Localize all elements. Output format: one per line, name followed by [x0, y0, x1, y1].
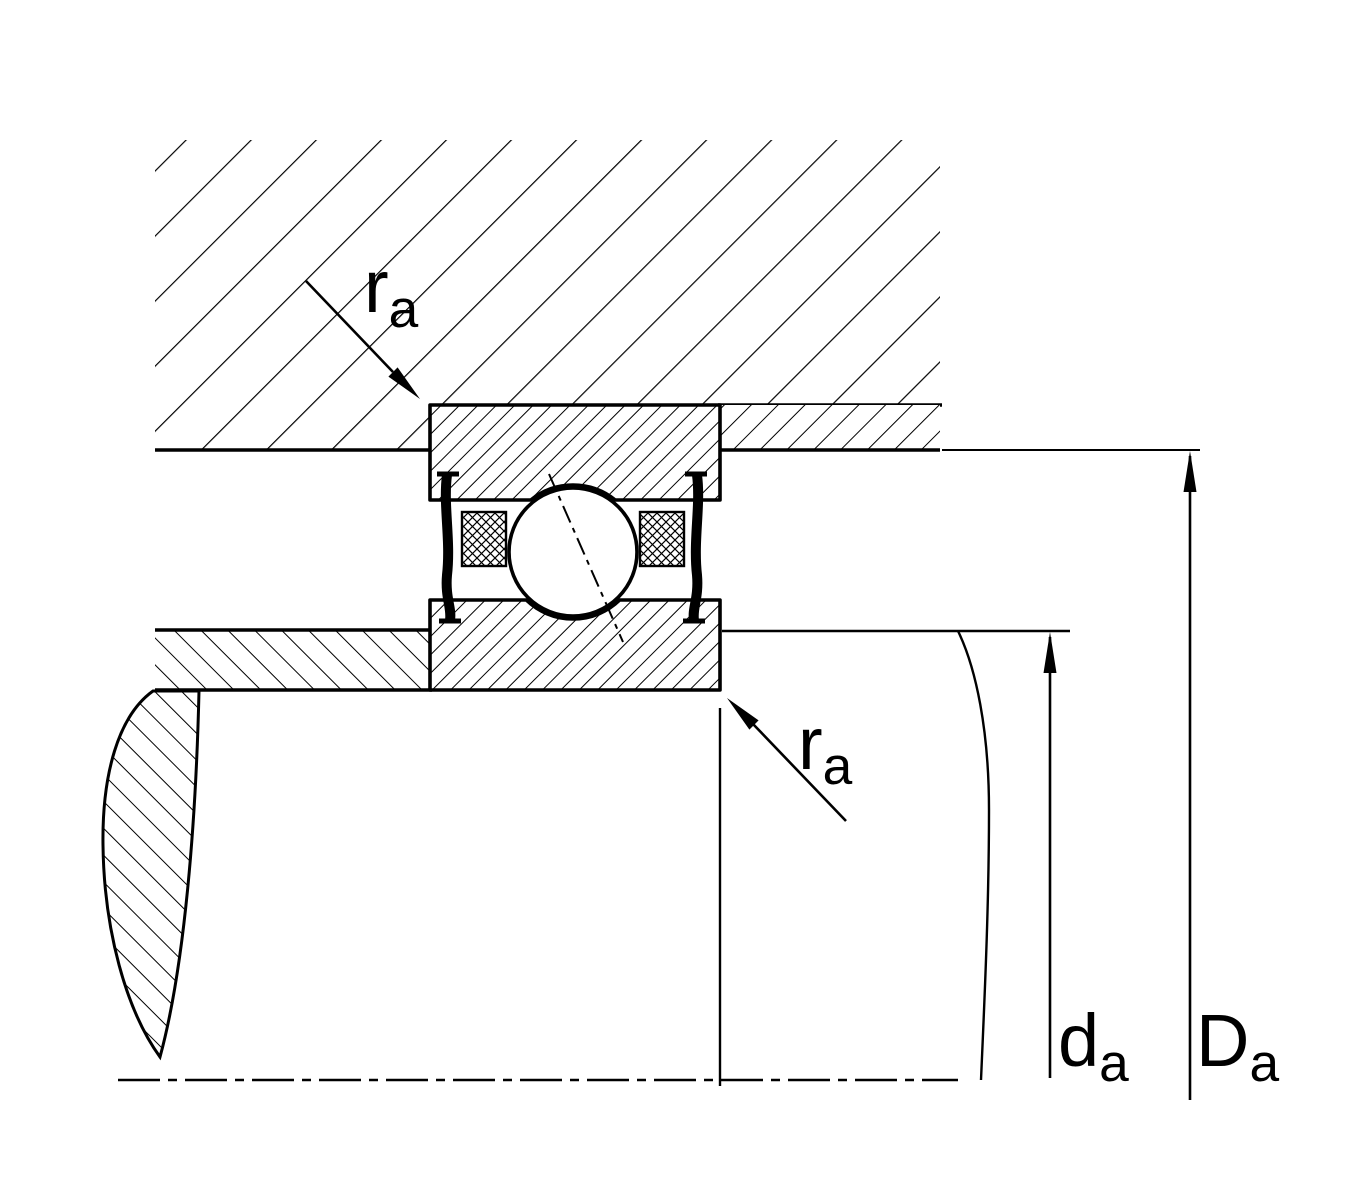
ra-bottom-arrowhead: [727, 698, 759, 730]
seal-right: [683, 471, 707, 624]
Da-arrowhead: [1183, 451, 1197, 492]
cage-right: [638, 510, 686, 568]
housing-abutment-ring: [720, 405, 940, 452]
seal-left: [437, 471, 461, 624]
label-ra-top-base: r: [364, 245, 389, 328]
leader-ra-bottom: [727, 698, 847, 822]
label-ra-bottom: ra: [798, 707, 853, 796]
label-da: da: [1058, 1004, 1129, 1093]
bearing-inner-ring: [428, 598, 722, 692]
bearing-outer-ring: [428, 403, 722, 502]
label-ra-top: ra: [364, 250, 419, 339]
label-da-base: d: [1058, 999, 1100, 1082]
contact-angle-line: [548, 473, 624, 643]
label-ra-top-sub: a: [388, 279, 419, 339]
dimension-da: [1043, 632, 1057, 1078]
shaft-shoulder-section: [155, 628, 432, 692]
shaft-outline: [718, 629, 1070, 1086]
cage-left: [460, 510, 508, 568]
ball: [507, 486, 639, 618]
label-Da: Da: [1196, 1004, 1280, 1093]
dimension-Da: [942, 449, 1200, 1100]
label-Da-sub: a: [1249, 1033, 1280, 1093]
ra-top-arrowhead: [388, 367, 420, 399]
label-Da-base: D: [1196, 999, 1250, 1082]
leader-ra-top: [305, 280, 420, 399]
shaft-break-curve: [956, 630, 991, 1081]
label-da-sub: a: [1099, 1033, 1129, 1093]
label-ra-bottom-sub: a: [822, 736, 853, 796]
da-arrowhead: [1043, 632, 1057, 673]
shaft-fillet-section: [101, 689, 201, 1061]
bearing-cross-section: [428, 403, 722, 692]
label-ra-bottom-base: r: [798, 702, 823, 785]
